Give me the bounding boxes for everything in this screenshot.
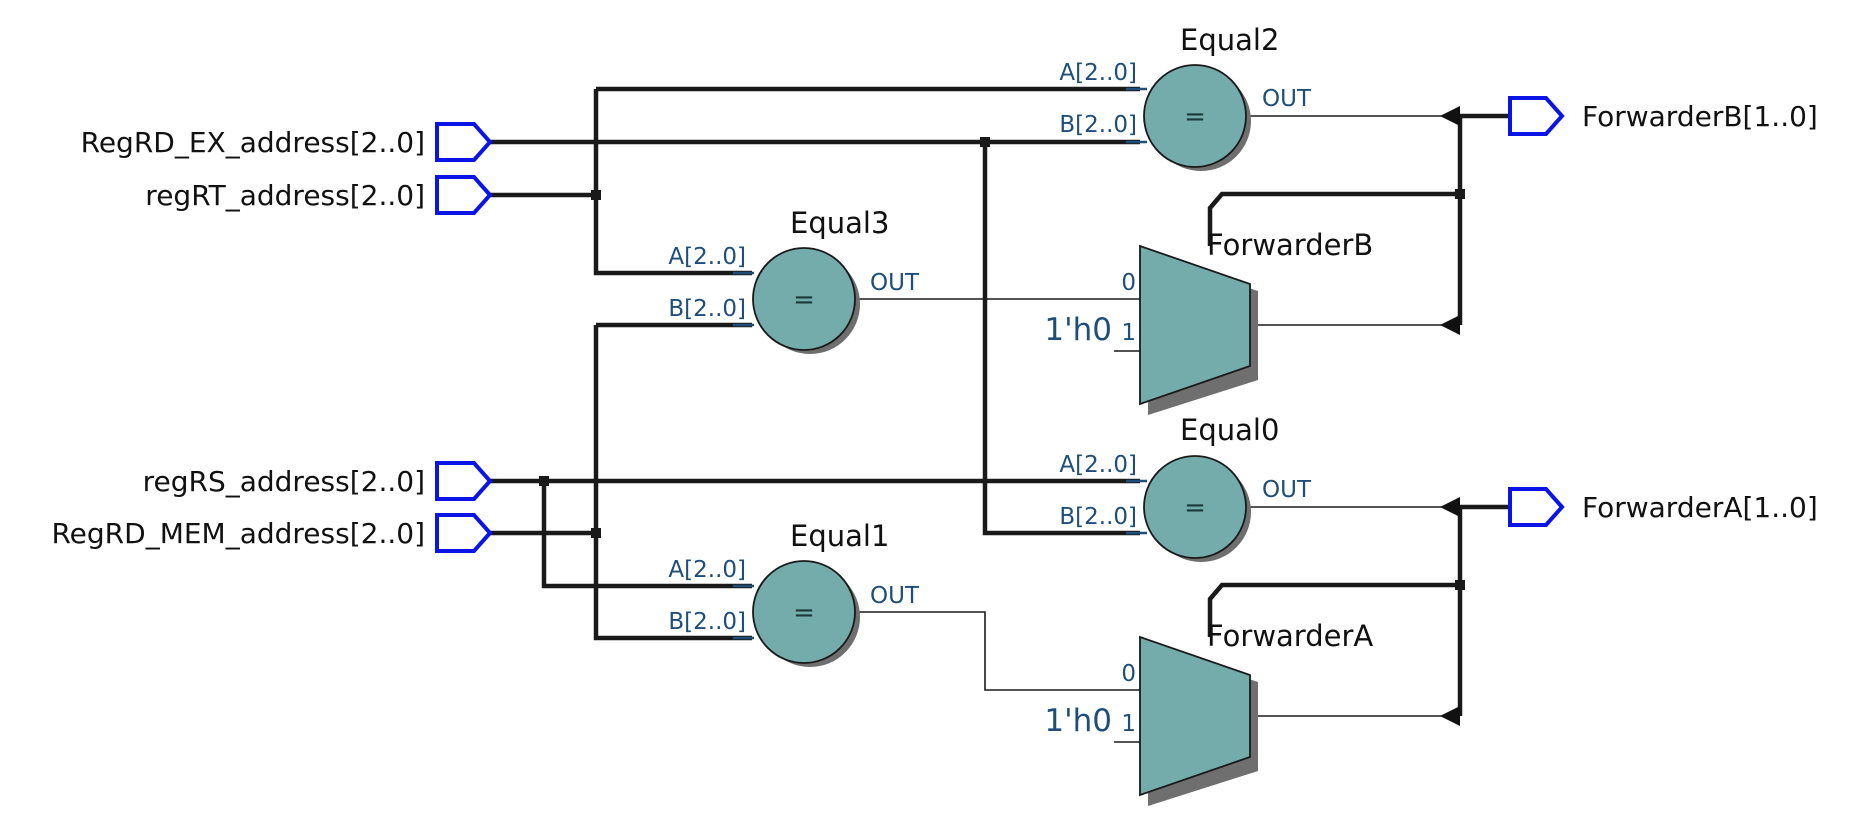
input-pin-regrs[interactable]: regRS_address[2..0]: [143, 461, 493, 501]
comparator-port-b: B[2..0]: [1059, 504, 1137, 530]
junction-dot: [539, 476, 549, 486]
wire-regrd-mem-vertical: [593, 325, 752, 641]
comparator-operator: =: [793, 598, 815, 628]
mux-title: ForwarderA: [1207, 619, 1373, 653]
junction-dot: [591, 528, 601, 538]
comparator-title: Equal0: [1180, 413, 1279, 447]
mux-body: [1139, 244, 1251, 406]
mux-port-0: 0: [1121, 270, 1136, 296]
arrow-head: [1440, 706, 1460, 726]
input-pin-icon: [435, 122, 493, 162]
output-pin-label: ForwarderB[1..0]: [1582, 100, 1818, 133]
comparator-port-b: B[2..0]: [1059, 112, 1137, 138]
input-pin-icon: [435, 461, 493, 501]
comparator-body: [752, 247, 856, 351]
junction-dot: [980, 137, 990, 147]
input-pin-icon: [435, 175, 493, 215]
comparator-port-out: OUT: [870, 583, 920, 609]
arrow-head: [1440, 497, 1460, 517]
comparator-port-b: B[2..0]: [668, 609, 746, 635]
comparator-port-a: A[2..0]: [1059, 60, 1137, 86]
junction-dot: [591, 190, 601, 200]
mux-port-0: 0: [1121, 661, 1136, 687]
wire-regrt-vertical: [593, 89, 752, 276]
output-pin-forwarder-a[interactable]: ForwarderA[1..0]: [1508, 487, 1818, 527]
wire-equal1-out: [858, 611, 1140, 691]
mux-forwarder-a[interactable]: ForwarderA 0 1 1'h0: [1044, 619, 1373, 806]
mux-port-1: 1: [1121, 320, 1136, 346]
input-pin-label: regRT_address[2..0]: [145, 179, 425, 212]
mux-body: [1139, 635, 1251, 797]
wire-fwdb-select: [1207, 191, 1460, 246]
comparator-equal0[interactable]: = Equal0 A[2..0] B[2..0] OUT: [1059, 413, 1312, 562]
mux-title: ForwarderB: [1207, 228, 1373, 262]
comparator-port-a: A[2..0]: [668, 557, 746, 583]
comparator-equal3[interactable]: = Equal3 A[2..0] B[2..0] OUT: [668, 206, 920, 354]
comparator-title: Equal2: [1180, 23, 1279, 57]
comparator-body: [1143, 64, 1247, 168]
wire-regrs-branch: [541, 481, 752, 589]
arrowheads: [1440, 106, 1460, 726]
mux-constant: 1'h0: [1044, 312, 1112, 348]
mux-forwarder-b[interactable]: ForwarderB 0 1 1'h0: [1044, 228, 1373, 415]
input-pin-label: RegRD_MEM_address[2..0]: [51, 517, 425, 550]
output-pin-icon: [1508, 96, 1565, 136]
mux-constant: 1'h0: [1044, 703, 1112, 739]
comparator-port-out: OUT: [1262, 477, 1312, 503]
comparator-operator: =: [1184, 102, 1206, 132]
output-pin-icon: [1508, 487, 1565, 527]
comparator-port-b: B[2..0]: [668, 296, 746, 322]
input-pin-label: RegRD_EX_address[2..0]: [81, 126, 425, 159]
input-pin-regrd-mem[interactable]: RegRD_MEM_address[2..0]: [51, 513, 493, 553]
comparator-title: Equal3: [790, 206, 889, 240]
junction-dot: [1455, 189, 1465, 199]
wire-regrd-ex-branch: [982, 142, 1140, 536]
wire-fwda-select: [1207, 582, 1460, 637]
comparator-port-out: OUT: [1262, 86, 1312, 112]
comparator-body: [1143, 455, 1247, 559]
comparator-equal2[interactable]: = Equal2 A[2..0] B[2..0] OUT: [1059, 23, 1312, 171]
comparator-port-out: OUT: [870, 270, 920, 296]
input-pin-regrd-ex[interactable]: RegRD_EX_address[2..0]: [81, 122, 493, 162]
comparator-equal1[interactable]: = Equal1 A[2..0] B[2..0] OUT: [668, 519, 920, 667]
input-pin-regrt[interactable]: regRT_address[2..0]: [145, 175, 493, 215]
comparator-body: [752, 560, 856, 664]
junction-dot: [1455, 580, 1465, 590]
output-pin-forwarder-b[interactable]: ForwarderB[1..0]: [1508, 96, 1818, 136]
comparator-port-a: A[2..0]: [1059, 452, 1137, 478]
comparator-operator: =: [793, 285, 815, 315]
output-pin-label: ForwarderA[1..0]: [1582, 491, 1818, 524]
junctions: [539, 137, 1465, 590]
arrow-head: [1440, 315, 1460, 335]
comparator-operator: =: [1184, 493, 1206, 523]
input-pin-label: regRS_address[2..0]: [143, 465, 425, 498]
input-pin-icon: [435, 513, 493, 553]
arrow-head: [1440, 106, 1460, 126]
wires: [490, 86, 1510, 743]
comparator-title: Equal1: [790, 519, 889, 553]
mux-port-1: 1: [1121, 711, 1136, 737]
comparator-port-a: A[2..0]: [668, 244, 746, 270]
